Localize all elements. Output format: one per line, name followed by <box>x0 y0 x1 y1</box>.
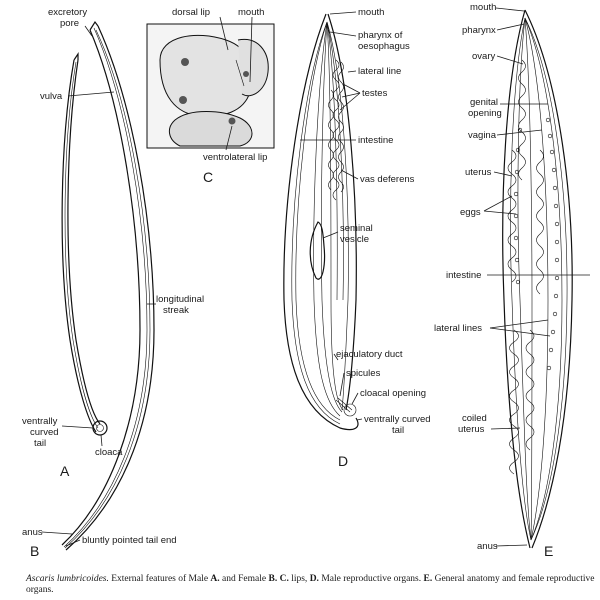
panel-e-female-anatomy: mouth pharynx ovary genital opening vagi… <box>434 2 590 559</box>
label-vulva: vulva <box>40 91 63 102</box>
label-anus-e: anus <box>477 541 498 552</box>
panel-letter-a: A <box>60 463 70 479</box>
label-testes: testes <box>362 88 388 99</box>
panel-letter-c: C <box>203 169 213 185</box>
label-anus-b: anus <box>22 527 43 538</box>
label-coiled-uterus-1: coiled <box>462 413 487 424</box>
label-coiled-uterus-2: uterus <box>458 424 485 435</box>
panel-letter-e: E <box>544 543 553 559</box>
label-longitudinal-2: streak <box>163 305 189 316</box>
label-ejaculatory-duct: ejaculatory duct <box>336 349 403 360</box>
label-pharynx: pharynx <box>462 25 496 36</box>
label-eggs: eggs <box>460 207 481 218</box>
label-cloacal-opening: cloacal opening <box>360 388 426 399</box>
caption-label-b: B. <box>268 574 278 584</box>
caption-part-3: lips, <box>288 574 310 584</box>
caption-species: Ascaris lumbricoides. <box>26 574 109 584</box>
panel-d-male-reproductive: mouth pharynx of oesophagus lateral line… <box>283 7 431 469</box>
label-ventrally-curved-tail-d-2: tail <box>392 425 404 436</box>
label-pharynx-oesophagus-2: oesophagus <box>358 41 410 52</box>
ascaris-figure: excretory pore vulva longitudinal streak… <box>22 2 590 559</box>
label-excretory-pore-1: excretory <box>48 7 87 18</box>
label-ventrally-curved-1: ventrally <box>22 416 58 427</box>
label-genital-opening-1: genital <box>470 97 498 108</box>
label-seminal-vesicle-1: seminal <box>340 223 373 234</box>
label-mouth-d: mouth <box>358 7 384 18</box>
label-excretory-pore-2: pore <box>60 18 79 29</box>
label-intestine-d: intestine <box>358 135 393 146</box>
label-ventrolateral-lip: ventrolateral lip <box>203 152 267 163</box>
caption-label-c: C. <box>279 574 289 584</box>
label-pharynx-oesophagus-1: pharynx of <box>358 30 403 41</box>
caption-part-4: Male reproductive organs. <box>318 574 424 584</box>
label-spicules: spicules <box>346 368 381 379</box>
label-dorsal-lip: dorsal lip <box>172 7 210 18</box>
label-ventrally-curved-3: tail <box>34 438 46 449</box>
label-ventrally-curved-tail-d-1: ventrally curved <box>364 414 431 425</box>
caption-part-2: and Female <box>219 574 269 584</box>
panel-letter-b: B <box>30 543 39 559</box>
label-intestine-e: intestine <box>446 270 481 281</box>
caption-label-a: A. <box>210 574 220 584</box>
panel-c-lips: dorsal lip mouth ventrolateral lip C <box>146 7 275 185</box>
label-genital-opening-2: opening <box>468 108 502 119</box>
label-seminal-vesicle-2: vesicle <box>340 234 369 245</box>
caption-label-d: D. <box>309 574 319 584</box>
labels-ab: excretory pore vulva longitudinal streak… <box>22 7 204 559</box>
label-ovary: ovary <box>472 51 495 62</box>
label-cloaca: cloaca <box>95 447 123 458</box>
caption-part-1: External features of Male <box>108 574 211 584</box>
label-mouth-c: mouth <box>238 7 264 18</box>
label-vas-deferens: vas deferens <box>360 174 415 185</box>
label-mouth-e: mouth <box>470 2 496 13</box>
panel-a-male-worm <box>61 52 108 436</box>
label-longitudinal-1: longitudinal <box>156 294 204 305</box>
figure-caption: Ascaris lumbricoides. External features … <box>26 574 596 596</box>
label-ventrally-curved-2: curved <box>30 427 59 438</box>
label-lateral-line-d: lateral line <box>358 66 401 77</box>
panel-b-female-worm <box>61 20 155 551</box>
label-uterus: uterus <box>465 167 492 178</box>
caption-part-5: General anatomy and female reproductive … <box>26 574 595 595</box>
label-lateral-lines: lateral lines <box>434 323 482 334</box>
label-bluntly-pointed-tail-end: bluntly pointed tail end <box>82 535 177 546</box>
label-vagina: vagina <box>468 130 497 141</box>
caption-label-e: E. <box>423 574 433 584</box>
panel-letter-d: D <box>338 453 348 469</box>
